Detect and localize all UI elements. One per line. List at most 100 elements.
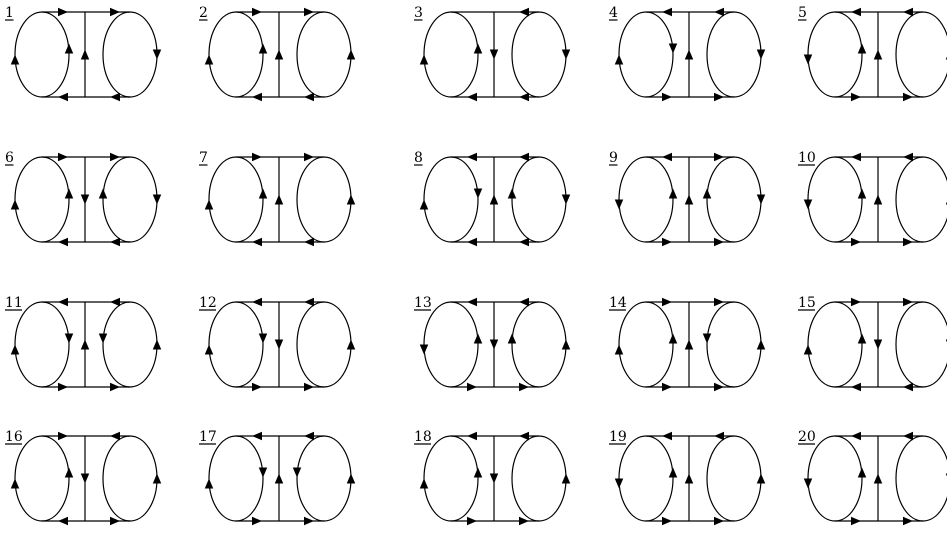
right-inner-arrow	[507, 188, 517, 199]
left-inner-arrow	[258, 467, 268, 478]
bottom-right-arrow	[304, 237, 314, 247]
bottom-right-arrow	[110, 237, 120, 247]
left-outer-arrow	[10, 478, 20, 489]
top-right-arrow	[903, 431, 913, 441]
top-left-arrow	[851, 431, 861, 441]
right-loop	[102, 301, 158, 388]
top-right-arrow	[714, 297, 724, 307]
right-outer-arrow	[561, 473, 571, 484]
right-outer-arrow	[756, 194, 766, 205]
diagram-label: 9	[609, 150, 618, 166]
middle-arrow	[684, 194, 694, 205]
bottom-right-arrow	[714, 237, 724, 247]
right-outer-arrow	[756, 49, 766, 60]
left-outer-arrow	[614, 54, 624, 65]
bottom-left-arrow	[851, 237, 861, 247]
bottom-left-arrow	[252, 237, 262, 247]
right-inner-arrow	[507, 333, 517, 344]
bottom-left-arrow	[851, 382, 861, 392]
right-outer-arrow	[346, 194, 356, 205]
bottom-right-arrow	[519, 382, 529, 392]
middle-arrow	[873, 49, 883, 60]
top-right-arrow	[519, 7, 529, 17]
left-outer-arrow	[419, 199, 429, 210]
left-outer-arrow	[204, 199, 214, 210]
diagram-18: 18	[414, 429, 571, 526]
middle-arrow	[80, 49, 90, 60]
right-loop	[296, 11, 352, 98]
left-inner-arrow	[857, 188, 867, 199]
left-outer-arrow	[803, 54, 813, 65]
middle-arrow	[489, 473, 499, 484]
right-loop	[706, 11, 762, 98]
top-right-arrow	[714, 431, 724, 441]
right-outer-arrow	[756, 339, 766, 350]
left-inner-arrow	[473, 188, 483, 199]
diagram-20: 20	[798, 429, 947, 526]
top-left-arrow	[662, 431, 672, 441]
left-outer-arrow	[614, 344, 624, 355]
right-loop	[102, 156, 158, 243]
diagram-label: 12	[199, 295, 217, 311]
top-left-arrow	[252, 431, 262, 441]
bottom-left-arrow	[58, 382, 68, 392]
left-inner-arrow	[64, 333, 74, 344]
bottom-left-arrow	[58, 92, 68, 102]
diagram-label: 10	[798, 150, 816, 166]
top-left-arrow	[851, 7, 861, 17]
top-left-arrow	[252, 297, 262, 307]
top-right-arrow	[110, 152, 120, 162]
right-outer-arrow	[152, 473, 162, 484]
top-left-arrow	[58, 431, 68, 441]
bottom-left-arrow	[662, 92, 672, 102]
left-outer-arrow	[419, 478, 429, 489]
diagram-19: 19	[609, 429, 766, 526]
left-inner-arrow	[258, 333, 268, 344]
top-left-arrow	[662, 7, 672, 17]
left-outer-arrow	[10, 199, 20, 210]
top-left-arrow	[58, 297, 68, 307]
diagram-label: 11	[5, 295, 23, 311]
top-right-arrow	[519, 152, 529, 162]
right-loop	[706, 435, 762, 522]
bottom-right-arrow	[714, 92, 724, 102]
left-inner-arrow	[64, 188, 74, 199]
bottom-left-arrow	[58, 237, 68, 247]
diagram-label: 4	[609, 5, 618, 21]
left-loop	[807, 301, 863, 388]
top-right-arrow	[519, 297, 529, 307]
left-inner-arrow	[857, 467, 867, 478]
diagram-14: 14	[609, 295, 766, 392]
middle-arrow	[80, 339, 90, 350]
diagram-label: 18	[414, 429, 432, 445]
right-outer-arrow	[561, 194, 571, 205]
top-left-arrow	[467, 152, 477, 162]
right-outer-arrow	[346, 473, 356, 484]
top-right-arrow	[304, 152, 314, 162]
left-loop	[208, 11, 264, 98]
middle-arrow	[873, 194, 883, 205]
right-inner-arrow	[98, 188, 108, 199]
diagram-9: 9	[609, 150, 766, 247]
bottom-right-arrow	[903, 516, 913, 526]
left-outer-arrow	[614, 199, 624, 210]
left-inner-arrow	[64, 43, 74, 54]
bottom-right-arrow	[304, 92, 314, 102]
middle-arrow	[684, 473, 694, 484]
left-loop	[208, 156, 264, 243]
right-loop	[511, 11, 567, 98]
middle-arrow	[489, 49, 499, 60]
left-outer-arrow	[10, 54, 20, 65]
top-right-arrow	[304, 7, 314, 17]
right-outer-arrow	[346, 339, 356, 350]
left-loop	[618, 156, 674, 243]
right-inner-arrow	[702, 333, 712, 344]
diagram-2: 2	[199, 5, 356, 102]
bottom-right-arrow	[304, 516, 314, 526]
right-loop	[706, 156, 762, 243]
diagram-label: 3	[414, 5, 423, 21]
diagram-label: 5	[798, 5, 807, 21]
diagram-7: 7	[199, 150, 356, 247]
top-right-arrow	[110, 297, 120, 307]
